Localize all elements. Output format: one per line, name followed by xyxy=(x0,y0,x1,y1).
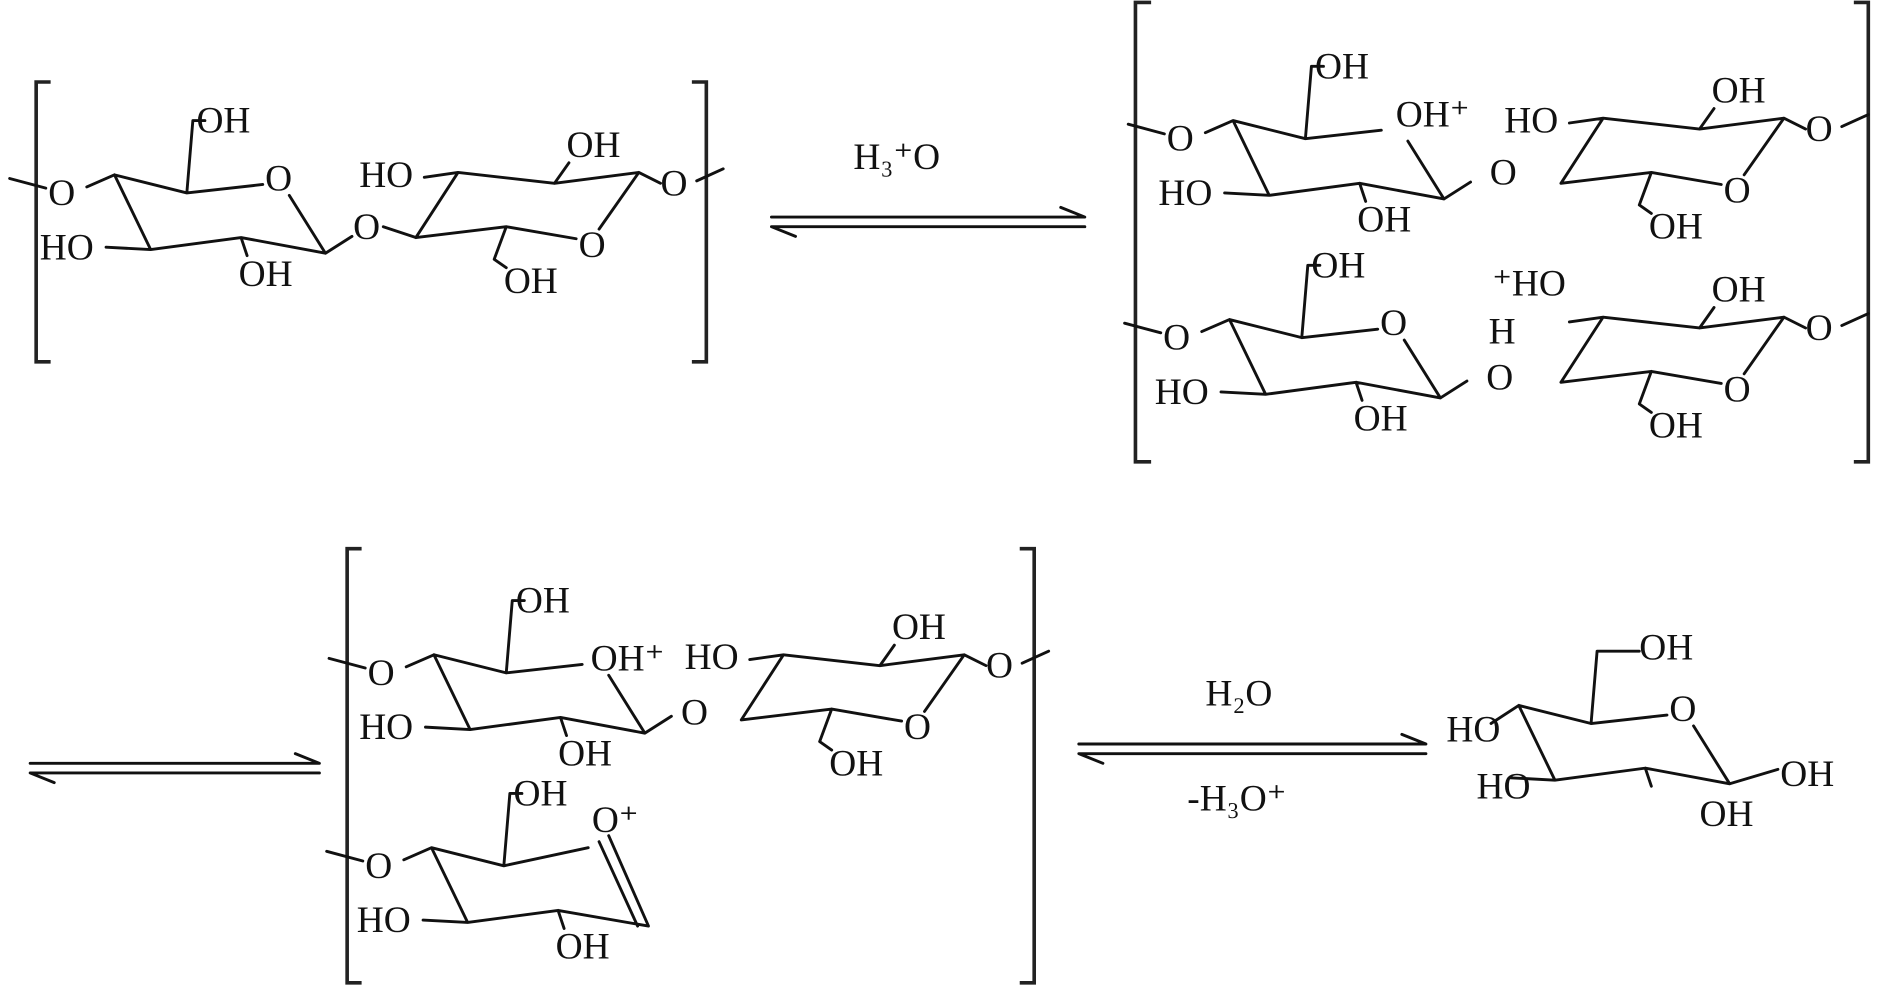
atom-label: O xyxy=(579,225,606,266)
atom-label: O xyxy=(48,173,75,214)
atom-label: HO xyxy=(357,900,411,941)
atom-label: O xyxy=(1167,119,1194,160)
atom-label: HO xyxy=(1155,372,1209,413)
atom-label: HO xyxy=(1477,766,1531,807)
atom-label: HO xyxy=(1446,710,1500,751)
atom-label: O xyxy=(1806,308,1833,349)
atom-label: OH xyxy=(516,581,570,622)
atom-label: OH xyxy=(1357,200,1411,241)
equilibrium-arrow-2 xyxy=(28,752,321,785)
atom-label: O xyxy=(904,707,931,748)
atom-label: OH xyxy=(1311,245,1365,286)
atom-label: O xyxy=(1669,689,1696,730)
atom-label: OH xyxy=(556,927,610,968)
bracket-left xyxy=(34,80,51,364)
atom-label: HO xyxy=(1504,101,1558,142)
atom-label: OH xyxy=(1649,406,1703,447)
atom-label: O xyxy=(1724,171,1751,212)
atom-label: OH xyxy=(196,101,250,142)
atom-label: OH xyxy=(1639,628,1693,669)
equilibrium-arrow-1: H₃⁺O xyxy=(769,137,1087,238)
bracket-right xyxy=(691,80,709,364)
atom-label: O xyxy=(661,163,688,204)
atom-label: O xyxy=(365,846,392,887)
atom-label: ⁺HO xyxy=(1492,263,1566,304)
atom-label: O⁺ xyxy=(592,800,639,841)
atom-label: OH xyxy=(1354,398,1408,439)
atom-label: HO xyxy=(1158,173,1212,214)
reagent-label: H₂O xyxy=(1205,673,1272,714)
atom-label: OH⁺ xyxy=(1396,95,1470,136)
atom-label: OH xyxy=(829,743,883,784)
atom-label: HO xyxy=(359,707,413,748)
atom-label: OH xyxy=(513,773,567,814)
atom-label: O xyxy=(986,646,1013,687)
atom-label: OH xyxy=(1700,794,1754,835)
atom-label: HO xyxy=(359,155,413,196)
atom-label: OH xyxy=(558,734,612,775)
atom-label: O xyxy=(265,159,292,200)
atom-label: OH xyxy=(239,254,293,295)
atom-label: H xyxy=(1489,312,1516,353)
atom-label: O xyxy=(1724,370,1751,411)
equilibrium-arrow-3: H₂O -H₃O⁺ xyxy=(1077,673,1428,819)
bracket-left xyxy=(1133,0,1152,464)
reagent-label: -H₃O⁺ xyxy=(1187,778,1286,819)
atom-label: OH xyxy=(892,607,946,648)
atom-label: OH xyxy=(1712,269,1766,310)
bracket-right xyxy=(1853,0,1871,464)
atom-label: OH⁺ xyxy=(591,638,665,679)
atom-label: O xyxy=(1490,152,1517,193)
oxocarbenium-intermediate: OH OH⁺ O HO OH O HO OH O O OH OH O⁺ O HO… xyxy=(325,546,1051,985)
atom-label: O xyxy=(681,693,708,734)
atom-label: O xyxy=(1486,357,1513,398)
atom-label: OH xyxy=(1712,70,1766,111)
bracket-right xyxy=(1019,546,1037,985)
atom-label: O xyxy=(1380,303,1407,344)
reagent-label: H₃⁺O xyxy=(853,137,940,178)
glucose-product: OH O HO HO OH OH xyxy=(1446,628,1834,835)
atom-label: OH xyxy=(1649,207,1703,248)
cellulose-chain: OH O O HO OH O HO OH O O OH xyxy=(8,80,725,364)
atom-label: O xyxy=(1163,318,1190,359)
atom-label: OH xyxy=(1780,754,1834,795)
protonated-intermediate: OH OH⁺ O HO OH O HO OH O O OH OH O O HO … xyxy=(1123,0,1871,464)
atom-label: O xyxy=(1806,109,1833,150)
atom-label: HO xyxy=(685,637,739,678)
atom-label: OH xyxy=(567,125,621,166)
atom-label: O xyxy=(368,653,395,694)
atom-label: HO xyxy=(40,227,94,268)
atom-label: OH xyxy=(1315,46,1369,87)
atom-label: O xyxy=(353,207,380,248)
atom-label: OH xyxy=(504,261,558,302)
bracket-left xyxy=(345,546,362,985)
